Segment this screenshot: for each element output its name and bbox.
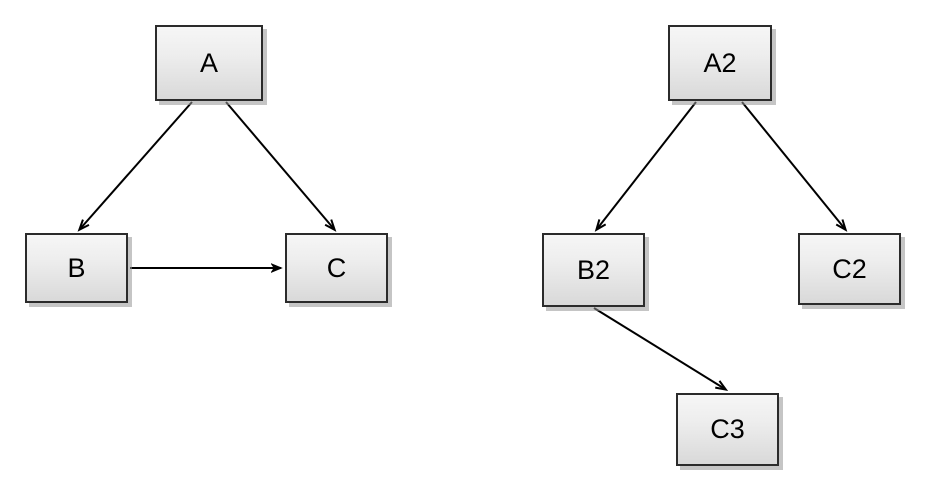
node-label: B2 (576, 254, 611, 285)
node-label: C2 (832, 253, 867, 284)
node-label: B (67, 252, 86, 283)
node-b[interactable]: B (25, 233, 128, 303)
node-a2[interactable]: A2 (668, 25, 772, 101)
edge-a-to-b[interactable] (77, 101, 193, 232)
edges-group (77, 101, 848, 391)
node-c[interactable]: C (285, 233, 388, 303)
node-c3[interactable]: C3 (676, 393, 779, 466)
edge-a2-to-c2[interactable] (741, 101, 848, 232)
node-label: C3 (710, 414, 745, 444)
node-b2[interactable]: B2 (542, 233, 645, 307)
node-label: A2 (703, 47, 737, 78)
node-a[interactable]: A (155, 25, 263, 101)
node-label: A (199, 47, 218, 78)
node-label: C (326, 252, 347, 283)
edge-b2-to-c3[interactable] (593, 307, 729, 391)
edge-a2-to-b2[interactable] (594, 101, 697, 232)
node-c2[interactable]: C2 (798, 233, 901, 305)
edge-a-to-c[interactable] (225, 101, 337, 232)
